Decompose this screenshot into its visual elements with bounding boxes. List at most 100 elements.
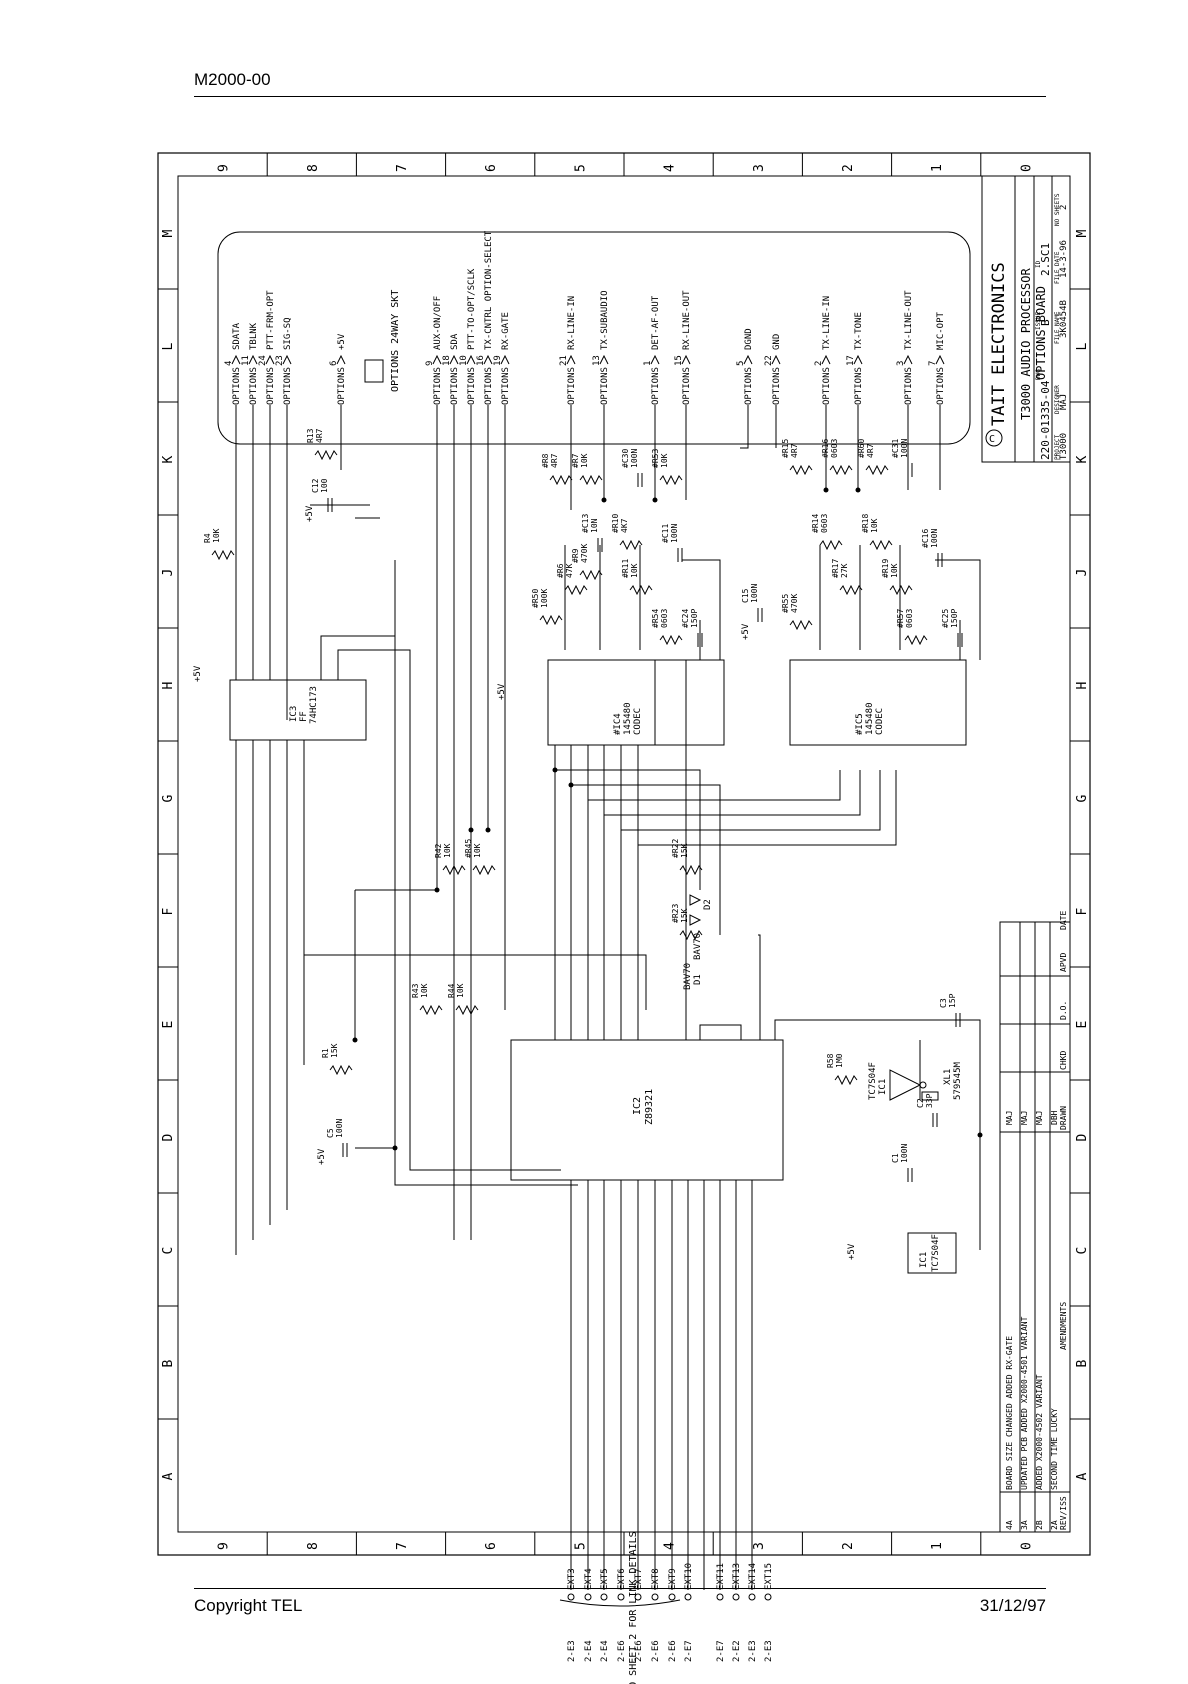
component-ref: C15 xyxy=(741,588,750,603)
wire-junction xyxy=(568,782,574,788)
options-pin-number: 9 xyxy=(425,361,435,366)
options-prefix: OPTIONS xyxy=(904,367,914,405)
component-ref: C3 xyxy=(939,998,948,1008)
options-signal-name: AUX-ON/OFF xyxy=(433,296,443,350)
resistor-symbol xyxy=(839,584,863,596)
component-value: 150P xyxy=(950,609,959,628)
resistor-symbol xyxy=(579,569,603,581)
component-ref: #C31 xyxy=(891,439,900,458)
options-prefix: OPTIONS xyxy=(744,367,754,405)
component-ref: R43 xyxy=(411,983,420,998)
options-signal-name: GND xyxy=(772,334,782,350)
options-socket-label: OPTIONS 24WAY SKT xyxy=(390,290,401,392)
component-ref: #R15 xyxy=(781,439,790,458)
ic1b-part: TC7S04F xyxy=(868,1062,878,1100)
link-reference: 2-E6 xyxy=(668,1640,678,1662)
link-terminal-icon xyxy=(651,1593,659,1601)
zone-number-top: 8 xyxy=(306,164,321,172)
component-ref: #R6 xyxy=(556,563,565,578)
options-prefix: OPTIONS xyxy=(567,367,577,405)
revision-amendment: BOARD SIZE CHANGED ADDED RX-GATE xyxy=(1005,1336,1014,1490)
options-prefix: OPTIONS xyxy=(232,367,242,405)
options-prefix: OPTIONS xyxy=(936,367,946,405)
component-ref: C5 xyxy=(326,1128,335,1138)
component-ref: #R8 xyxy=(541,453,550,468)
revision-amendment: ADDED X2000-4502 VARIANT xyxy=(1035,1374,1044,1490)
zone-number-top: 6 xyxy=(484,164,499,172)
options-prefix: OPTIONS xyxy=(484,367,494,405)
component-ref: #R45 xyxy=(464,839,473,858)
supply-plus-5v-label: +5V xyxy=(317,1148,327,1165)
component-value: 150P xyxy=(690,609,699,628)
title-line-2: OPTIONS BOARD xyxy=(1034,286,1048,380)
component-ref: #R22 xyxy=(671,839,680,858)
zone-letter-right: B xyxy=(1075,1360,1090,1368)
link-terminal-icon xyxy=(716,1593,724,1601)
options-signal-name: RX-GATE xyxy=(501,312,511,350)
component-value: 100N xyxy=(630,449,639,468)
options-prefix: OPTIONS xyxy=(467,367,477,405)
options-pin-number: 18 xyxy=(442,355,452,366)
component-value: 100N xyxy=(750,584,759,603)
component-value: 4K7 xyxy=(620,518,629,533)
ic4-codec: #IC4 145480 CODEC xyxy=(547,659,725,746)
options-24way-socket: OPTIONS 24WAY SKT xyxy=(364,290,401,392)
xl1-ref: XL1 xyxy=(943,1069,953,1085)
component-ref: #C16 xyxy=(921,529,930,548)
component-ref: #C24 xyxy=(681,609,690,628)
d1-part: BAV70 xyxy=(683,963,693,990)
component-value: 10N xyxy=(590,518,599,533)
component-value: 0603 xyxy=(820,514,829,533)
zone-letter-right: E xyxy=(1075,1021,1090,1029)
options-prefix: OPTIONS xyxy=(651,367,661,405)
document-model-number: M2000-00 xyxy=(194,70,271,89)
link-terminal-icon xyxy=(617,1593,625,1601)
signal-arrow-icon xyxy=(743,354,753,365)
supply-labels: +5V+5V+5V+5V+5V+5V xyxy=(193,505,857,1260)
caption-designer: DESIGNER xyxy=(1054,385,1061,414)
options-signal-name: TX-LINE-IN xyxy=(822,296,832,350)
options-connector-frame xyxy=(217,231,971,445)
caption-project: PROJECT xyxy=(1054,434,1061,460)
ic2-part: Z89321 xyxy=(644,1089,655,1125)
link-net-name: EXT9 xyxy=(668,1568,678,1590)
signal-arrow-icon xyxy=(771,354,781,365)
options-pin-number: 6 xyxy=(329,361,339,366)
wire-junction xyxy=(352,1037,358,1043)
component-ref: #C30 xyxy=(621,449,630,468)
zone-letter-left: B xyxy=(161,1360,176,1368)
ic4-type: CODEC xyxy=(633,708,643,735)
options-pin-number: 5 xyxy=(736,361,746,366)
resistor-symbol xyxy=(455,1004,479,1016)
component-ref: R58 xyxy=(826,1053,835,1068)
resistor-symbol xyxy=(789,464,813,476)
signal-arrow-icon xyxy=(681,354,691,365)
resistor-symbol xyxy=(442,864,466,876)
d2-ref: D2 xyxy=(703,899,713,910)
options-signal-name: TX-CNTRL OPTION-SELECT xyxy=(484,230,494,350)
copyright-mark-icon: C xyxy=(989,434,995,445)
wire-junction xyxy=(855,487,861,493)
wire-junctions xyxy=(352,487,983,1151)
caption-id: ID xyxy=(1035,260,1042,268)
zone-letter-left: C xyxy=(161,1247,176,1255)
zone-letter-left: H xyxy=(161,682,176,690)
zone-number-top: 2 xyxy=(841,164,856,172)
wire-junction xyxy=(552,767,558,773)
component-value: 10K xyxy=(870,518,879,533)
options-pin-number: 3 xyxy=(896,361,906,366)
link-reference: 2-E6 xyxy=(617,1640,627,1662)
options-pin-number: 11 xyxy=(241,355,251,366)
component-value: 10K xyxy=(660,453,669,468)
zone-number-bottom: 5 xyxy=(573,1542,588,1550)
component-value: 4R7 xyxy=(550,453,559,468)
component-value: 15K xyxy=(680,908,689,923)
company-name: TAIT ELECTRONICS xyxy=(989,262,1009,426)
link-terminal-icon xyxy=(668,1593,676,1601)
resistor-symbol xyxy=(329,1064,353,1076)
link-terminal-icon xyxy=(634,1593,642,1601)
options-signal-name: +5V xyxy=(337,333,347,350)
component-ref: R42 xyxy=(434,843,443,858)
component-ref: C2 xyxy=(916,1098,925,1108)
